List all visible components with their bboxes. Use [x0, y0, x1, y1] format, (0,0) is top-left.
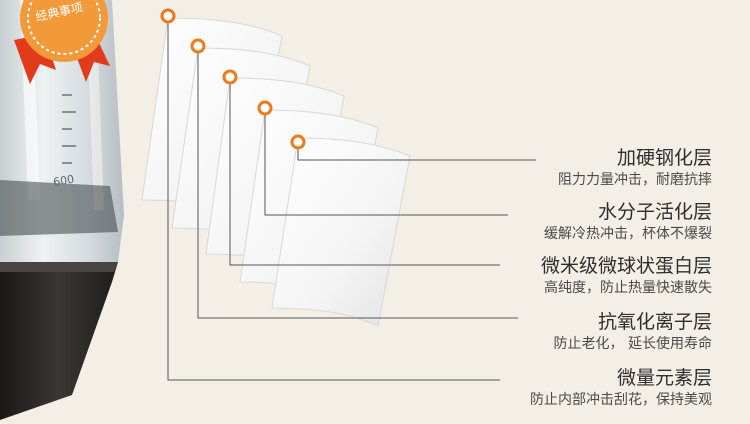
layer-title: 微米级微球状蛋白层: [540, 255, 712, 277]
badge-emblem: [14, 0, 110, 84]
jar-scale-mark: 600: [52, 173, 75, 189]
layer-label-1: 加硬钢化层 阻力力量冲击，耐磨抗摔: [558, 146, 712, 190]
layer-subtitle: 阻力力量冲击，耐磨抗摔: [558, 172, 712, 188]
orange-ring-marker-icon: [190, 38, 206, 54]
jar-base: [0, 262, 118, 420]
layer-subtitle: 防止内部冲击刮花，保持美观: [530, 392, 712, 408]
layer-title: 加硬钢化层: [616, 147, 712, 169]
leader-lines: [167, 16, 536, 381]
layer-panels: [141, 17, 411, 327]
layer-label-4: 抗氧化离子层 防止老化， 延长使用寿命: [554, 310, 712, 354]
layer-title: 水分子活化层: [597, 201, 712, 223]
layer-subtitle: 缓解冷热冲击，杯体不爆裂: [544, 226, 712, 242]
layer-label-3: 微米级微球状蛋白层 高纯度，防止热量快速散失: [541, 254, 712, 298]
layer-title: 抗氧化离子层: [597, 311, 712, 333]
orange-ring-marker-icon: [160, 8, 176, 24]
layer-label-2: 水分子活化层 缓解冷热冲击，杯体不爆裂: [544, 200, 712, 244]
layer-title: 微量元素层: [616, 367, 712, 389]
layer-subtitle: 高纯度，防止热量快速散失: [544, 280, 712, 296]
layer-label-5: 微量元素层 防止内部冲击刮花，保持美观: [530, 366, 712, 410]
orange-ring-marker-icon: [290, 134, 306, 150]
layer-subtitle: 防止老化， 延长使用寿命: [553, 336, 712, 352]
layer-markers: [160, 8, 306, 150]
orange-ring-marker-icon: [257, 100, 273, 116]
orange-ring-marker-icon: [222, 69, 238, 85]
